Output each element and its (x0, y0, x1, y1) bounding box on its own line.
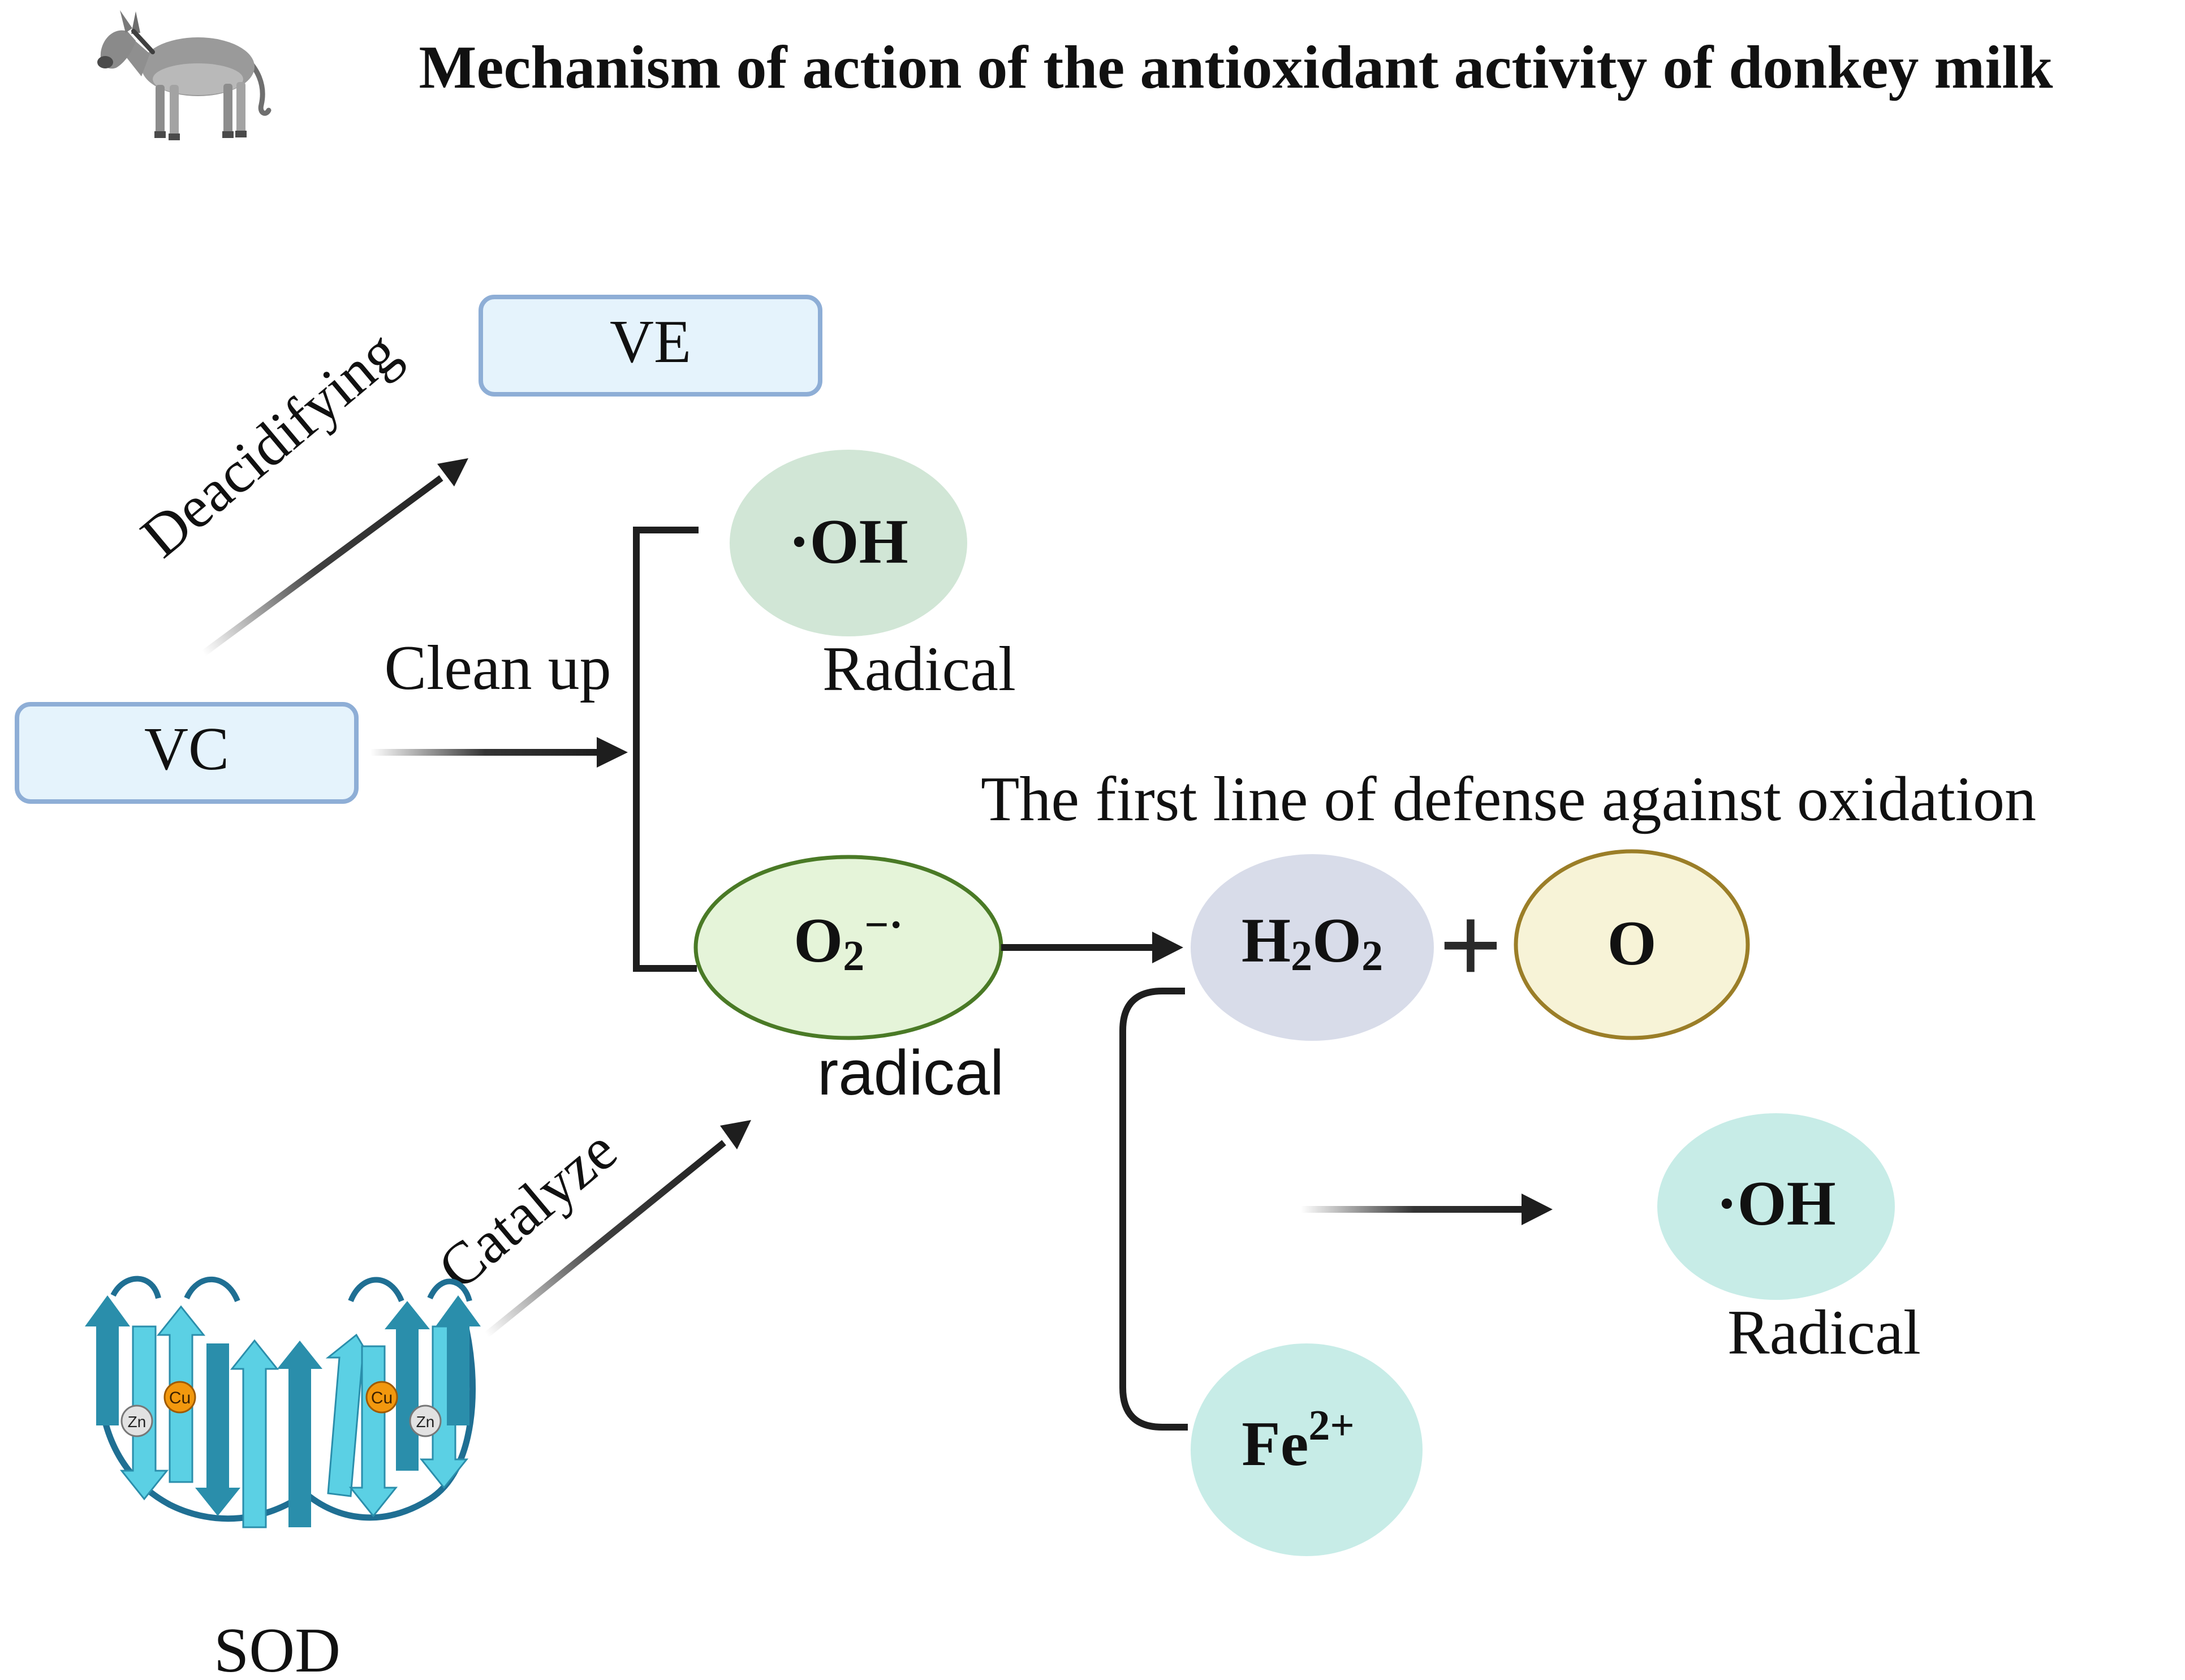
h2o2-node (1191, 854, 1434, 1041)
donkey-icon (97, 10, 271, 140)
ve-label: VE (610, 308, 691, 376)
vc-label: VC (144, 716, 229, 783)
superoxide-superscript: −· (864, 901, 903, 949)
hydroxyl-radical-node-2 (1657, 1113, 1895, 1300)
iron-node (1191, 1343, 1423, 1556)
hydroxyl-radical-label: ·OH (788, 507, 908, 577)
hydroxyl-radical-caption: Radical (822, 634, 1016, 704)
copper-label-right: Cu (371, 1389, 393, 1407)
clean-up-arrow (370, 737, 628, 768)
deacidifying-arrow (201, 458, 468, 656)
vc-box (15, 702, 359, 804)
superoxide-label: O2−· (794, 901, 903, 980)
h2o2-label: H2O2 (1242, 906, 1383, 980)
iron-superscript: 2+ (1308, 1402, 1354, 1449)
h2o2-sub2: 2 (1361, 932, 1383, 980)
hydroxyl-radical-caption-2: Radical (1727, 1298, 1921, 1368)
zinc-ion-left (120, 1405, 153, 1437)
scavenge-bracket (633, 527, 699, 972)
h2o2-sub1: 2 (1291, 932, 1312, 980)
zinc-ion-right (409, 1405, 442, 1437)
catalyze-arrow (484, 1120, 751, 1338)
sod-protein-structure: Cu Zn Cu Zn (85, 1276, 481, 1528)
plus-sign: + (1440, 885, 1502, 1005)
superoxide-base: O (794, 906, 843, 976)
copper-ion-right (365, 1381, 398, 1414)
oxygen-node (1514, 849, 1750, 1040)
fenton-bracket (1119, 988, 1188, 1431)
superoxide-to-h2o2-arrow (1001, 932, 1183, 963)
copper-ion-left (163, 1381, 196, 1414)
iron-base: Fe (1242, 1409, 1308, 1479)
superoxide-caption: radical (817, 1037, 1004, 1108)
sod-label: SOD (214, 1616, 341, 1680)
hydroxyl-radical-node (730, 450, 967, 636)
iron-label: Fe2+ (1242, 1402, 1354, 1479)
first-line-caption: The first line of defense against oxidat… (981, 764, 2036, 834)
diagram-title: Mechanism of action of the antioxidant a… (419, 34, 2053, 101)
fenton-arrow (1301, 1194, 1553, 1225)
superoxide-subscript: 2 (843, 932, 864, 980)
hydroxyl-radical-label-2: ·OH (1716, 1169, 1836, 1239)
oxygen-label: O (1607, 908, 1656, 979)
h2o2-o: O (1312, 906, 1361, 976)
zinc-label-right: Zn (416, 1413, 435, 1431)
h2o2-h: H (1242, 906, 1291, 976)
ve-box (479, 295, 822, 397)
clean-up-label: Clean up (384, 633, 611, 703)
catalyze-label: Catalyze (426, 1117, 629, 1302)
copper-label-left: Cu (169, 1389, 191, 1407)
zinc-label-left: Zn (128, 1413, 146, 1431)
